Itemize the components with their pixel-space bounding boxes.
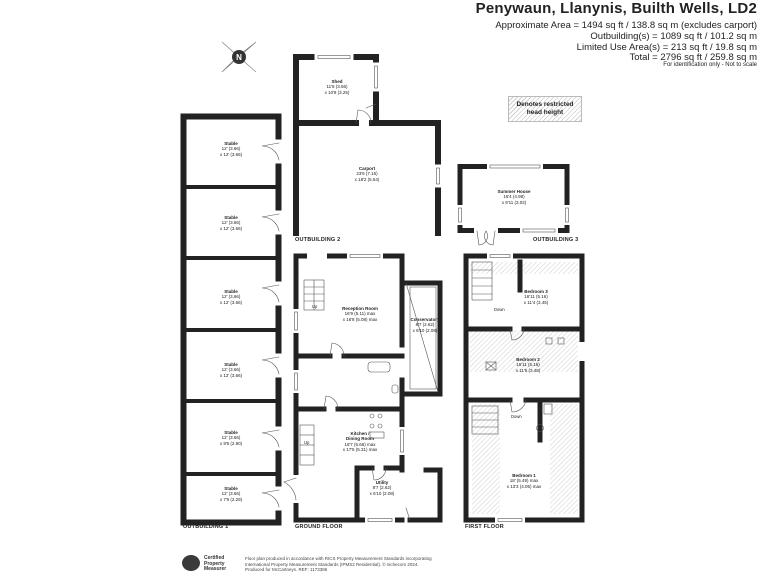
footer-line-1: Floor plan produced in accordance with R… — [245, 556, 432, 561]
room-dim: x 13'3 (4.05) max — [506, 483, 542, 489]
room-name: Conservatory — [410, 317, 440, 322]
room-bedroom-3: Bedroom 3 16'11 (5.16) x 11'4 (3.45) — [498, 289, 574, 305]
room-shed: Shed 11'8 (3.56) x 10'8 (3.25) — [302, 79, 372, 95]
room-dim: x 10'8 (3.25) — [324, 89, 350, 95]
first-floor-restricted-areas — [470, 262, 578, 514]
room-dim: x 18'2 (5.54) — [354, 176, 380, 182]
identification-note: For identification only - Not to scale — [663, 62, 757, 68]
room-reception: Reception Room 16'9 (5.11) max x 16'8 (5… — [322, 306, 398, 322]
room-summer-house: Summer House 16'4 (4.98) x 9'11 (3.02) — [474, 189, 554, 205]
legend-line-1: Denotes restricted — [516, 101, 574, 108]
stable-door-swings — [261, 142, 280, 508]
room-dim: 16'11 (5.16) — [524, 294, 548, 300]
room-dim: x 6'10 (2.08) — [369, 490, 395, 496]
room-dim: x 9'11 (3.02) — [501, 199, 527, 205]
room-dim: 12' (3.66) — [221, 367, 241, 373]
outbuilding-1-label: OUTBUILDING 1 — [183, 524, 229, 530]
room-dim: 16'4 (4.98) — [503, 194, 525, 200]
room-name: Kitchen / — [350, 431, 370, 436]
room-dim: x 17'5 (5.31) max — [342, 447, 378, 453]
room-name: Bedroom 1 — [512, 473, 536, 478]
room-name: Utility — [375, 480, 389, 485]
room-dim: 12' (3.66) — [221, 146, 241, 152]
footer-notice: Floor plan produced in accordance with R… — [245, 556, 485, 573]
room-bedroom-1: Bedroom 1 18' (5.49) max x 13'3 (4.05) m… — [486, 473, 562, 489]
room-name: Carport — [358, 166, 376, 171]
ground-floor-label: GROUND FLOOR — [295, 524, 343, 530]
first-floor-label: FIRST FLOOR — [465, 524, 504, 530]
room-dim: 11'8 (3.56) — [326, 84, 348, 90]
room-utility: Utility 8'7 (2.62) x 6'10 (2.08) — [360, 480, 404, 496]
footer-line-3: Produced for McCartneys. REF: 1173386 — [245, 567, 328, 573]
room-name: Summer House — [497, 189, 531, 194]
room-dim: x 12' (3.66) — [219, 225, 243, 231]
legend-line-2: head height — [526, 108, 564, 116]
room-dim: 23'6 (7.16) — [356, 171, 378, 177]
stairs-down-label: Down — [494, 307, 505, 312]
room-dim: x 16'8 (5.08) max — [342, 316, 378, 322]
room-bedroom-2: Bedroom 2 16'11 (5.16) x 11'5 (3.48) — [490, 357, 566, 373]
room-dim: 12' (3.66) — [221, 491, 241, 497]
room-stable-2: Stable 12' (3.66) x 12' (3.66) — [196, 215, 266, 231]
outbuildings-area-text: Outbuilding(s) = 1089 sq ft / 101.2 sq m — [590, 31, 757, 42]
stairs-down-label: Down — [511, 414, 522, 419]
compass-letter: N — [236, 53, 242, 62]
room-dim: x 9'6 (2.90) — [219, 440, 243, 446]
room-dim: 12' (3.66) — [221, 220, 241, 226]
rics-line-1: Certified — [204, 555, 225, 561]
room-name: Stable — [224, 486, 238, 491]
room-name: Stable — [224, 362, 238, 367]
property-title: Penywaun, Llanynis, Builth Wells, LD2 — [475, 0, 757, 17]
room-dim: 16'11 (5.16) — [516, 362, 540, 368]
outbuilding-3-label: OUTBUILDING 3 — [533, 237, 579, 243]
room-carport: Carport 23'6 (7.16) x 18'2 (5.54) — [327, 166, 407, 182]
room-stable-5: Stable 12' (3.66) x 9'6 (2.90) — [196, 430, 266, 446]
rics-certified-text: Certified Property Measurer — [204, 555, 227, 573]
room-stable-4: Stable 12' (3.66) x 12' (3.66) — [196, 362, 266, 378]
rics-line-3: Measurer — [204, 566, 227, 573]
room-dim: x 12' (3.66) — [219, 372, 243, 378]
room-name: Stable — [224, 289, 238, 294]
rics-line-2: Property — [204, 560, 225, 567]
total-area-text: Total = 2796 sq ft / 259.8 sq m — [629, 52, 757, 63]
room-dim: 16'9 (5.11) max — [344, 311, 376, 317]
outbuilding-1-walls — [180, 113, 282, 526]
room-dim: 18' (5.49) max — [509, 478, 539, 484]
room-kitchen: Kitchen / Dining Room 18'7 (5.66) max x … — [322, 431, 398, 453]
room-dim: 8'7 (2.62) — [372, 485, 392, 491]
room-dim: x 6'10 (2.08) — [412, 327, 438, 333]
room-dim: x 7'6 (2.29) — [219, 496, 243, 502]
room-name: Stable — [224, 141, 238, 146]
room-name: Bedroom 2 — [516, 357, 540, 362]
stairs-up-label: Up — [304, 440, 310, 445]
room-dim: x 11'4 (3.45) — [523, 299, 549, 305]
room-stable-1: Stable 12' (3.66) x 12' (3.66) — [196, 141, 266, 157]
room-dim: x 12' (3.66) — [219, 299, 243, 305]
room-dim: 12' (3.66) — [221, 435, 241, 441]
room-conservatory: Conservatory 8'7 (2.62) x 6'10 (2.08) — [406, 317, 444, 333]
room-stable-3: Stable 12' (3.66) x 12' (3.66) — [196, 289, 266, 305]
room-dim: x 12' (3.66) — [219, 151, 243, 157]
room-dim: x 11'5 (3.48) — [515, 367, 541, 373]
outbuilding-2-label: OUTBUILDING 2 — [295, 237, 341, 243]
north-arrow-icon: N — [221, 41, 257, 73]
approx-area-text: Approximate Area = 1494 sq ft / 138.8 sq… — [495, 20, 757, 31]
restricted-head-height-legend: Denotes restricted head height — [508, 96, 582, 122]
room-name: Stable — [224, 215, 238, 220]
rics-logo-icon — [182, 555, 200, 571]
room-name: Reception Room — [342, 306, 378, 311]
footer-line-2: International Property Measurement Stand… — [245, 561, 419, 567]
stairs-up-label: Up — [312, 304, 318, 309]
room-stable-6: Stable 12' (3.66) x 7'6 (2.29) — [196, 486, 266, 502]
room-name: Shed — [331, 79, 343, 84]
room-name-2: Dining Room — [346, 436, 374, 442]
room-name: Bedroom 3 — [524, 289, 548, 294]
room-dim: 12' (3.66) — [221, 294, 241, 300]
limited-use-area-text: Limited Use Area(s) = 213 sq ft / 19.8 s… — [576, 42, 757, 53]
room-dim: 8'7 (2.62) — [415, 322, 435, 328]
room-dim: 18'7 (5.66) max — [344, 441, 376, 447]
room-name: Stable — [224, 430, 238, 435]
